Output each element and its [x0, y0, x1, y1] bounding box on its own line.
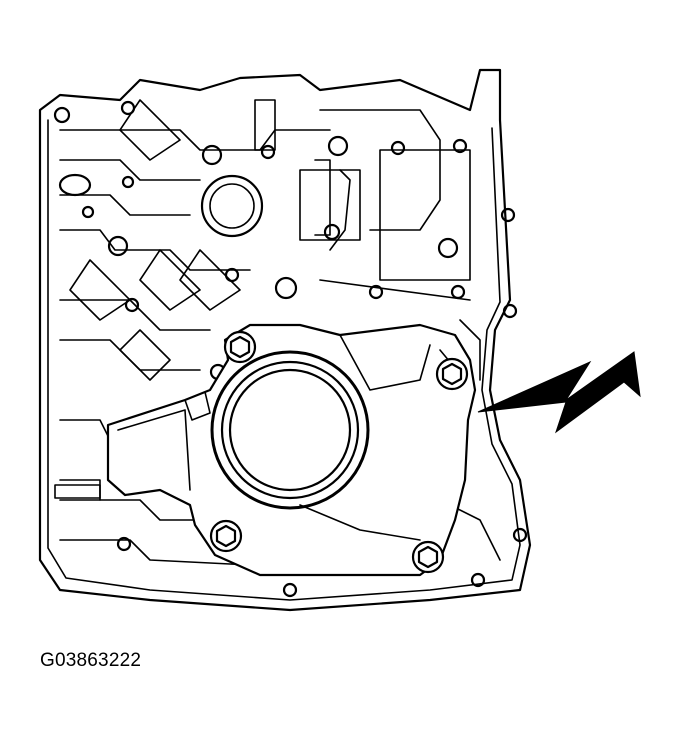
bolt-upper-left: [223, 330, 257, 364]
figure-code: G03863222: [40, 650, 142, 671]
cover-assembly: [106, 323, 477, 577]
bolt-lower-left: [209, 519, 243, 553]
bolt-upper-right: [435, 357, 469, 391]
valve-body: [38, 68, 532, 612]
component-diagram: [38, 68, 641, 612]
bolt-lower-right: [411, 540, 445, 574]
arrow-icon: [477, 351, 641, 434]
